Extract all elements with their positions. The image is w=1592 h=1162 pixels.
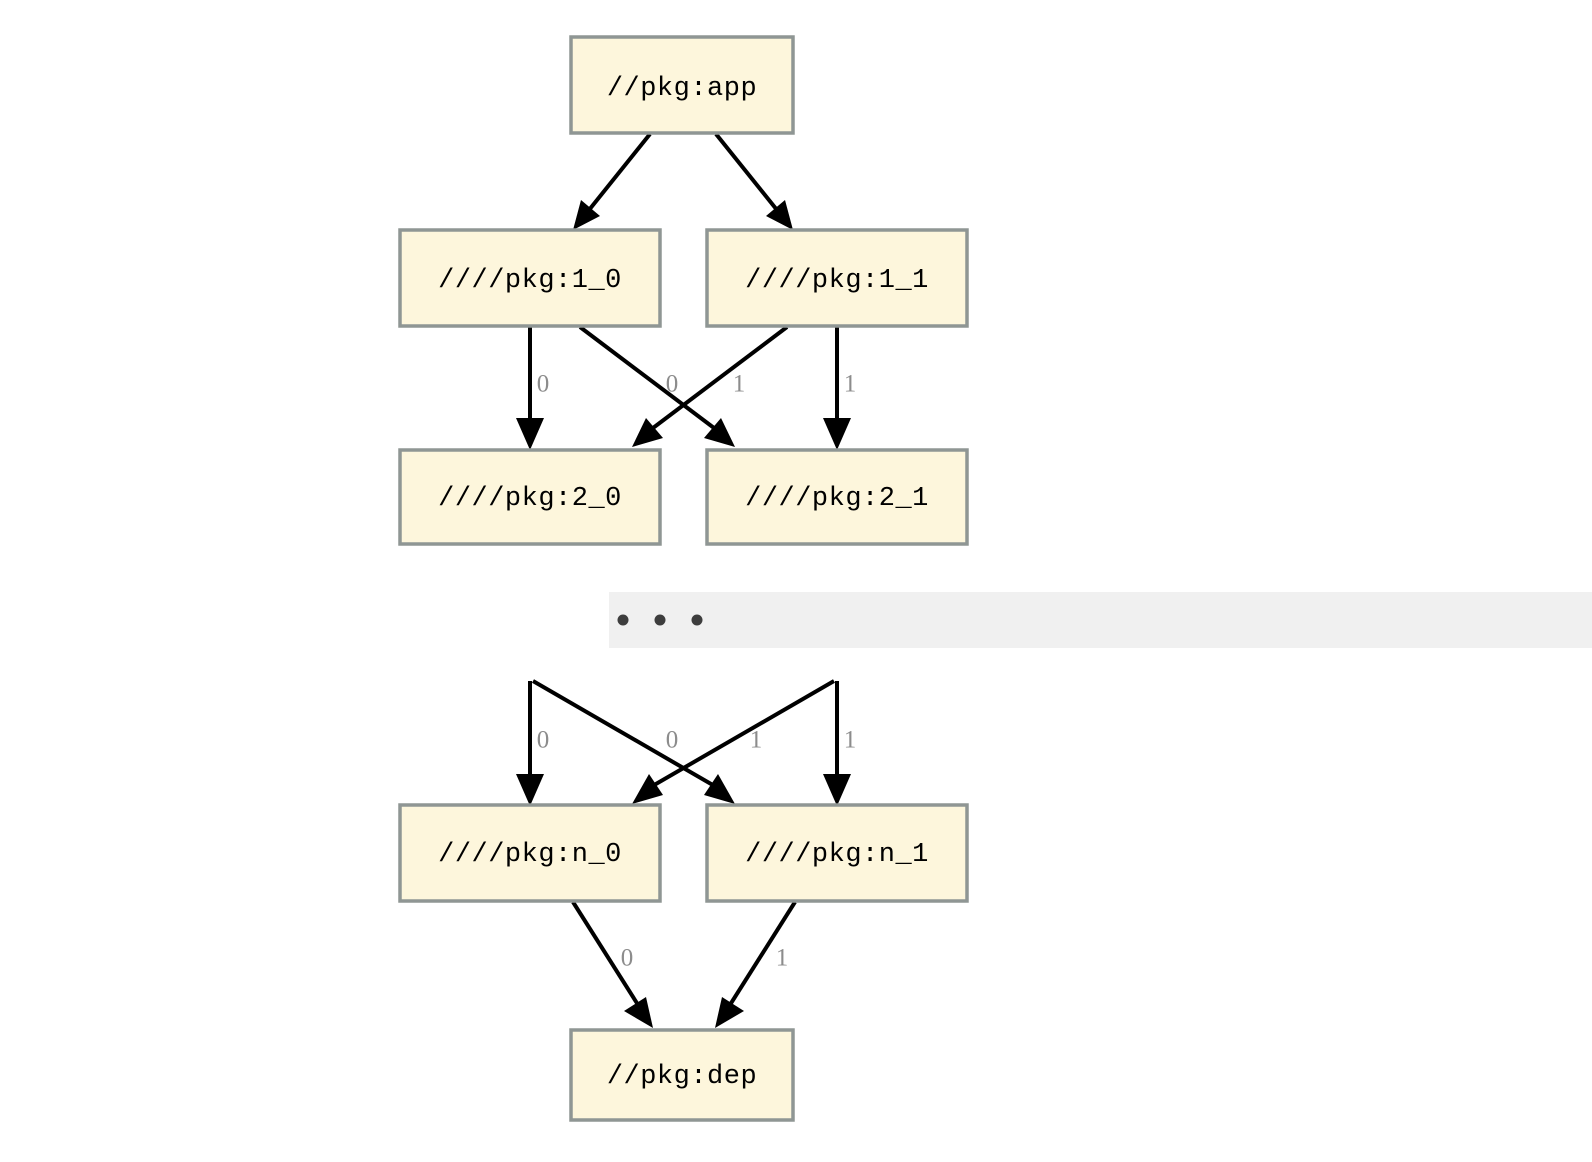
node-pkg-n_0[interactable]: ////pkg:n_0 bbox=[398, 803, 662, 903]
edge-label-1_0-to-2_1: 1 bbox=[733, 371, 746, 398]
edge-upper-to-n_1-cross: 1 bbox=[531, 679, 763, 804]
edge-label-1_0-to-2_0: 0 bbox=[537, 371, 550, 398]
edge-1_0-to-2_1: 1 bbox=[578, 325, 746, 447]
node-pkg-2_0[interactable]: ////pkg:2_0 bbox=[398, 448, 662, 546]
edge-1_1-to-2_1: 1 bbox=[823, 327, 856, 450]
node-pkg-1_1-label: ////pkg:1_1 bbox=[745, 266, 929, 296]
node-app-label: //pkg:app bbox=[607, 74, 757, 104]
ellipsis-band bbox=[609, 592, 1592, 648]
node-pkg-2_0-label: ////pkg:2_0 bbox=[438, 484, 622, 514]
edge-upper-to-n_1-straight: 1 bbox=[823, 681, 856, 806]
ellipsis-dot-1 bbox=[617, 614, 629, 626]
edge-upper-to-n_0-straight: 0 bbox=[516, 681, 549, 806]
node-pkg-1_0-label: ////pkg:1_0 bbox=[438, 266, 622, 296]
node-dep-label: //pkg:dep bbox=[607, 1062, 757, 1092]
edge-label-n_0-to-dep: 0 bbox=[621, 945, 634, 972]
node-pkg-n_0-label: ////pkg:n_0 bbox=[438, 840, 622, 870]
edge-label-upper-to-n_1-cross: 1 bbox=[750, 727, 763, 754]
edge-label-upper-to-n_0-straight: 0 bbox=[537, 727, 550, 754]
ellipsis-dot-3 bbox=[691, 614, 703, 626]
edge-label-1_1-to-2_1: 1 bbox=[844, 371, 857, 398]
ellipsis-band-group bbox=[609, 592, 1592, 648]
ellipsis-dot-2 bbox=[654, 614, 666, 626]
edge-app-to-1_1 bbox=[714, 132, 793, 230]
edge-1_1-to-2_0: 0 bbox=[632, 325, 789, 447]
node-pkg-n_1-label: ////pkg:n_1 bbox=[745, 840, 929, 870]
node-pkg-n_1[interactable]: ////pkg:n_1 bbox=[705, 803, 969, 903]
node-pkg-1_0[interactable]: ////pkg:1_0 bbox=[398, 228, 662, 328]
edge-label-1_1-to-2_0: 0 bbox=[666, 371, 679, 398]
node-pkg-2_1-label: ////pkg:2_1 bbox=[745, 484, 929, 514]
edge-label-upper-to-n_1-straight: 1 bbox=[844, 727, 857, 754]
edge-n_1-to-dep: 1 bbox=[715, 900, 797, 1028]
edge-label-upper-to-n_0-cross: 0 bbox=[666, 727, 679, 754]
edge-n_0-to-dep: 0 bbox=[571, 900, 653, 1028]
node-pkg-2_1[interactable]: ////pkg:2_1 bbox=[705, 448, 969, 546]
node-pkg-1_1[interactable]: ////pkg:1_1 bbox=[705, 228, 969, 328]
edge-label-n_1-to-dep: 1 bbox=[776, 945, 789, 972]
node-app[interactable]: //pkg:app bbox=[569, 35, 795, 135]
edge-app-to-1_0 bbox=[573, 132, 652, 230]
edge-1_0-to-2_0: 0 bbox=[516, 327, 549, 450]
node-dep[interactable]: //pkg:dep bbox=[569, 1028, 795, 1122]
edge-upper-to-n_0-cross: 0 bbox=[632, 679, 836, 804]
